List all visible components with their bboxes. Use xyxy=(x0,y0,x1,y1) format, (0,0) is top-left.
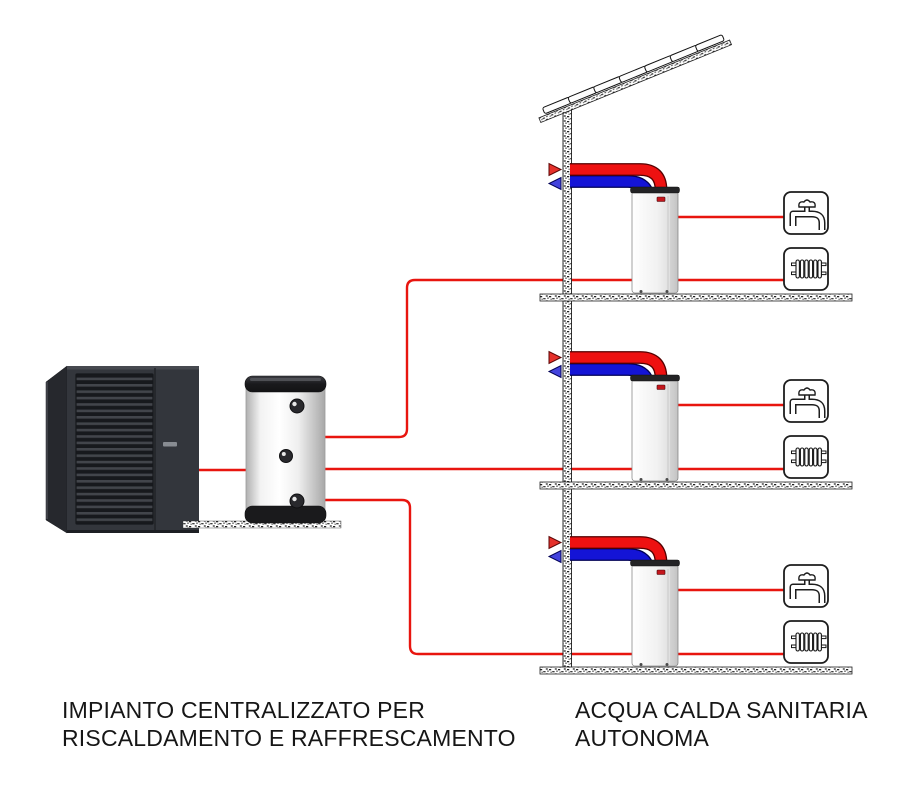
caption-right-line2: AUTONOMA xyxy=(575,725,710,751)
caption-left-line2: RISCALDAMENTO E RAFFRESCAMENTO xyxy=(62,725,516,751)
solar-panel-row xyxy=(542,34,725,114)
pipe-tank-to-floor1-radiator xyxy=(322,278,786,439)
caption-right-line1: ACQUA CALDA SANITARIA xyxy=(575,697,868,723)
heat-pump-unit xyxy=(45,365,199,534)
heat-pump-handle xyxy=(163,442,177,447)
tank-bottom-cap xyxy=(244,505,327,524)
distribution-pipes xyxy=(197,278,786,656)
heat-pump-louver-grille xyxy=(75,373,154,525)
caption-autonomous-dhw: ACQUA CALDA SANITARIA AUTONOMA xyxy=(575,696,868,752)
roof-beam xyxy=(538,39,733,124)
building-riser-wall xyxy=(562,108,572,673)
pipe-tank-to-floor3-radiator xyxy=(322,498,786,656)
caption-centralized-plant: IMPIANTO CENTRALIZZATO PER RISCALDAMENTO… xyxy=(62,696,516,752)
tank-ports xyxy=(279,398,305,509)
buffer-tank xyxy=(244,375,327,524)
caption-left-line1: IMPIANTO CENTRALIZZATO PER xyxy=(62,697,426,723)
roof-solar-collector xyxy=(538,34,733,124)
